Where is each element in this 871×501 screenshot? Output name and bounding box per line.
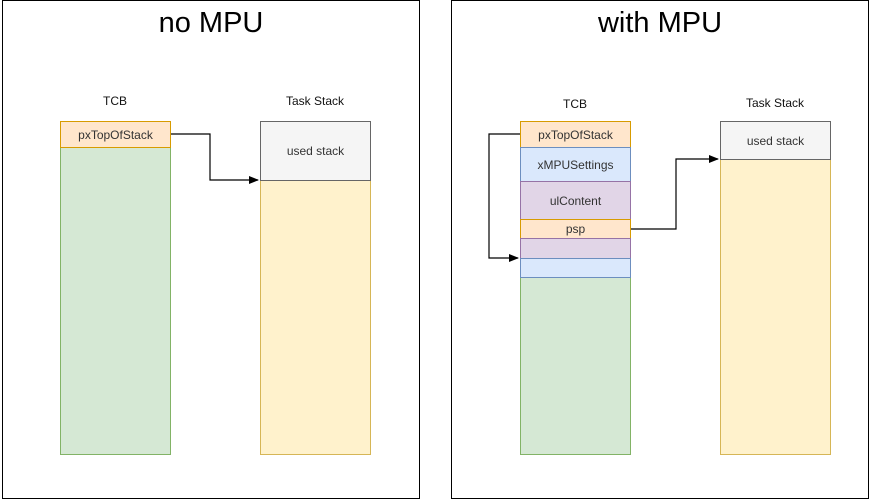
tcb-right-psp-label: psp — [565, 222, 586, 236]
tcb-right-purple-slot — [520, 238, 631, 259]
stack-right-free — [720, 159, 831, 455]
tcb-left-body — [60, 147, 171, 455]
panel-title-with-mpu: with MPU — [597, 7, 723, 39]
tcb-right-body — [520, 277, 631, 455]
stack-left-used: used stack — [260, 121, 371, 181]
tcb-right-xmpusettings: xMPUSettings — [520, 147, 631, 182]
tcb-right-pxtopofstack: pxTopOfStack — [520, 121, 631, 148]
stack-left-free — [260, 180, 371, 455]
stack-right-used: used stack — [720, 121, 831, 160]
tcb-label-left: TCB — [103, 94, 127, 108]
task-stack-label-left: Task Stack — [285, 94, 345, 108]
tcb-right-ulcontent-label: ulContent — [549, 193, 602, 208]
panel-title-no-mpu: no MPU — [158, 7, 264, 39]
tcb-right-psp: psp — [520, 219, 631, 239]
tcb-label-right: TCB — [563, 97, 587, 111]
tcb-right-pxtopofstack-label: pxTopOfStack — [538, 127, 613, 142]
tcb-left-pxtopofstack-label: pxTopOfStack — [78, 127, 153, 142]
tcb-right-xmpusettings-label: xMPUSettings — [537, 157, 614, 172]
tcb-right-blue-slot — [520, 258, 631, 278]
tcb-left-pxtopofstack: pxTopOfStack — [60, 121, 171, 148]
task-stack-label-right: Task Stack — [745, 96, 805, 110]
stack-left-used-label: used stack — [286, 144, 345, 158]
tcb-right-ulcontent: ulContent — [520, 181, 631, 220]
stack-right-used-label: used stack — [746, 133, 805, 148]
